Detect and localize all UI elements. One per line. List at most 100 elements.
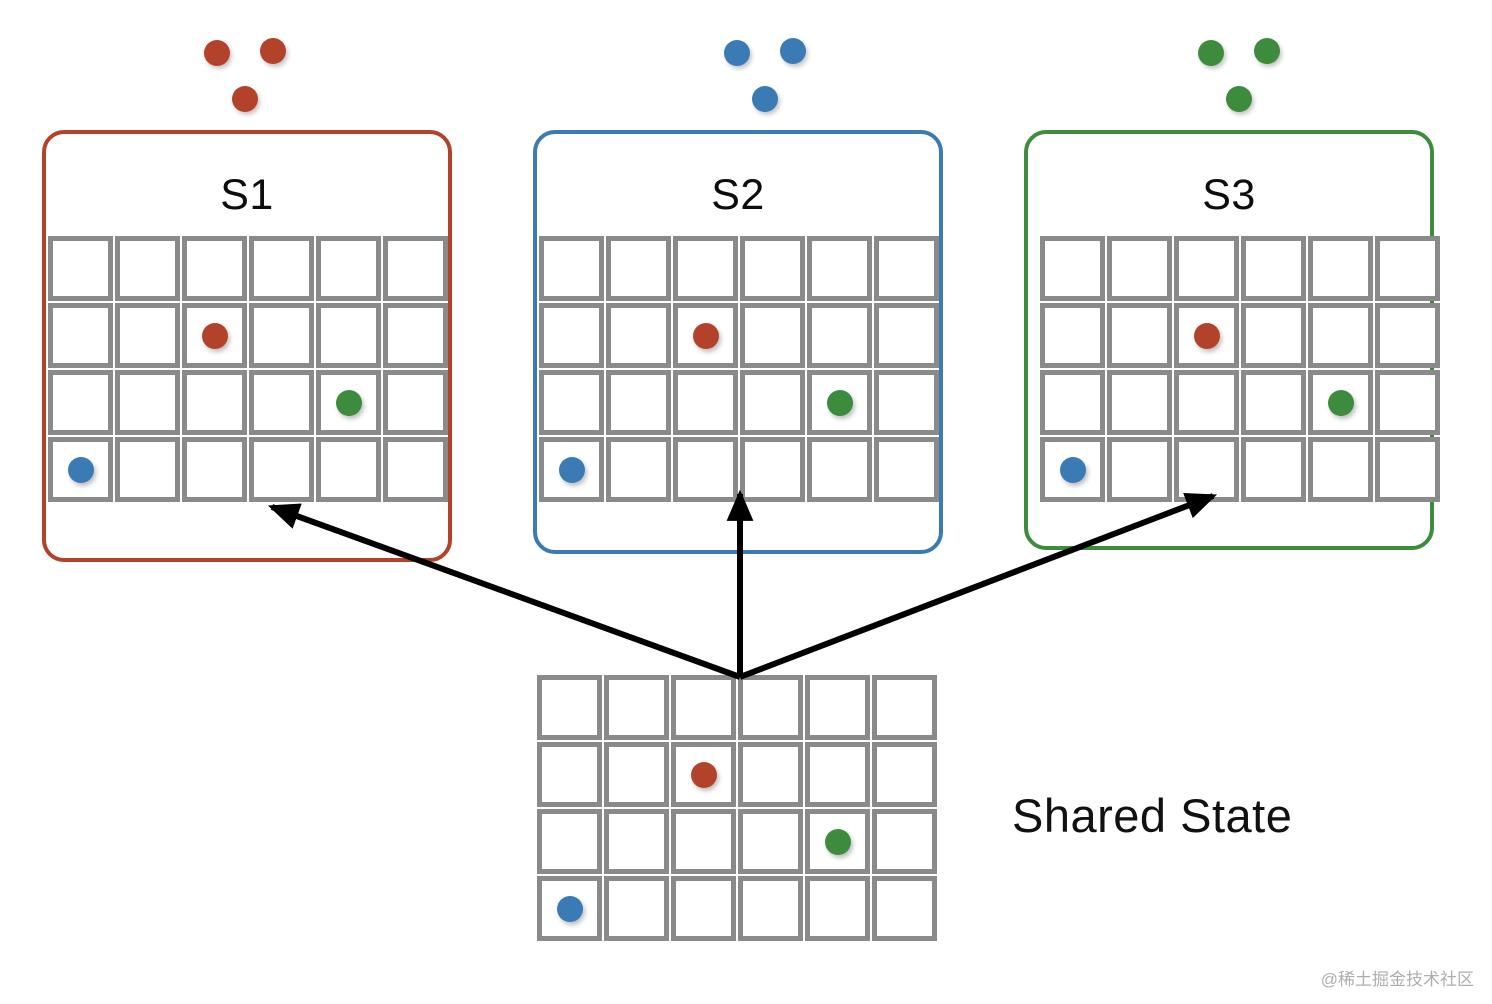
grid-cell[interactable] — [673, 437, 738, 502]
grid-cell[interactable] — [48, 437, 113, 502]
grid-cell[interactable] — [182, 370, 247, 435]
grid-cell[interactable] — [874, 303, 939, 368]
grid-cell[interactable] — [182, 303, 247, 368]
grid-cell[interactable] — [807, 236, 872, 301]
grid-cell[interactable] — [537, 675, 602, 740]
grid-cell[interactable] — [249, 370, 314, 435]
grid-cell[interactable] — [805, 809, 870, 874]
grid-cell[interactable] — [1308, 370, 1373, 435]
grid-cell[interactable] — [1308, 236, 1373, 301]
grid-cell[interactable] — [1241, 236, 1306, 301]
grid-cell[interactable] — [872, 675, 937, 740]
grid-cell[interactable] — [1308, 437, 1373, 502]
grid-cell[interactable] — [1174, 303, 1239, 368]
grid-cell[interactable] — [383, 303, 448, 368]
grid-cell[interactable] — [182, 437, 247, 502]
grid-cell[interactable] — [1107, 437, 1172, 502]
grid-cell[interactable] — [48, 303, 113, 368]
grid-cell[interactable] — [249, 303, 314, 368]
grid-cell[interactable] — [249, 437, 314, 502]
grid-cell[interactable] — [874, 437, 939, 502]
grid-cell[interactable] — [604, 809, 669, 874]
grid-cell[interactable] — [740, 303, 805, 368]
grid-cell[interactable] — [874, 236, 939, 301]
grid-cell[interactable] — [872, 809, 937, 874]
grid-cell[interactable] — [738, 809, 803, 874]
grid-cell[interactable] — [316, 303, 381, 368]
grid-cell[interactable] — [115, 236, 180, 301]
grid-cell[interactable] — [673, 370, 738, 435]
grid-cell[interactable] — [1107, 370, 1172, 435]
grid-cell[interactable] — [537, 742, 602, 807]
grid-cell[interactable] — [1241, 437, 1306, 502]
grid-cell[interactable] — [1241, 303, 1306, 368]
state-grid-s3[interactable] — [1040, 236, 1440, 502]
grid-cell[interactable] — [383, 437, 448, 502]
grid-cell[interactable] — [738, 675, 803, 740]
grid-cell[interactable] — [316, 236, 381, 301]
grid-cell[interactable] — [115, 437, 180, 502]
grid-cell[interactable] — [115, 303, 180, 368]
grid-cell[interactable] — [1040, 437, 1105, 502]
grid-cell[interactable] — [1174, 437, 1239, 502]
grid-cell[interactable] — [740, 437, 805, 502]
grid-cell[interactable] — [805, 876, 870, 941]
grid-cell[interactable] — [539, 370, 604, 435]
grid-cell[interactable] — [606, 437, 671, 502]
grid-cell[interactable] — [1375, 303, 1440, 368]
grid-cell[interactable] — [1375, 236, 1440, 301]
grid-cell[interactable] — [539, 437, 604, 502]
grid-cell[interactable] — [1174, 236, 1239, 301]
grid-cell[interactable] — [1040, 370, 1105, 435]
shared-state-grid[interactable] — [537, 675, 937, 941]
grid-cell[interactable] — [1375, 370, 1440, 435]
grid-cell[interactable] — [606, 303, 671, 368]
grid-cell[interactable] — [537, 809, 602, 874]
grid-cell[interactable] — [1107, 236, 1172, 301]
grid-cell[interactable] — [1241, 370, 1306, 435]
grid-cell[interactable] — [807, 303, 872, 368]
grid-cell[interactable] — [604, 876, 669, 941]
grid-cell[interactable] — [604, 742, 669, 807]
grid-cell[interactable] — [606, 370, 671, 435]
grid-cell[interactable] — [671, 876, 736, 941]
grid-cell[interactable] — [673, 303, 738, 368]
grid-cell[interactable] — [671, 809, 736, 874]
grid-cell[interactable] — [1375, 437, 1440, 502]
grid-cell[interactable] — [805, 675, 870, 740]
grid-cell[interactable] — [1040, 236, 1105, 301]
grid-cell[interactable] — [874, 370, 939, 435]
grid-cell[interactable] — [316, 370, 381, 435]
grid-cell[interactable] — [671, 675, 736, 740]
grid-cell[interactable] — [537, 876, 602, 941]
grid-cell[interactable] — [738, 876, 803, 941]
grid-cell[interactable] — [740, 370, 805, 435]
grid-cell[interactable] — [740, 236, 805, 301]
grid-cell[interactable] — [1107, 303, 1172, 368]
grid-cell[interactable] — [249, 236, 314, 301]
grid-cell[interactable] — [1174, 370, 1239, 435]
grid-cell[interactable] — [805, 742, 870, 807]
state-grid-s1[interactable] — [48, 236, 448, 502]
grid-cell[interactable] — [671, 742, 736, 807]
grid-cell[interactable] — [807, 437, 872, 502]
grid-cell[interactable] — [383, 370, 448, 435]
grid-cell[interactable] — [115, 370, 180, 435]
grid-cell[interactable] — [539, 303, 604, 368]
grid-cell[interactable] — [316, 437, 381, 502]
grid-cell[interactable] — [738, 742, 803, 807]
grid-cell[interactable] — [539, 236, 604, 301]
grid-cell[interactable] — [807, 370, 872, 435]
grid-cell[interactable] — [604, 675, 669, 740]
grid-cell[interactable] — [1040, 303, 1105, 368]
grid-cell[interactable] — [673, 236, 738, 301]
grid-cell[interactable] — [182, 236, 247, 301]
grid-cell[interactable] — [1308, 303, 1373, 368]
grid-cell[interactable] — [383, 236, 448, 301]
state-grid-s2[interactable] — [539, 236, 939, 502]
grid-cell[interactable] — [48, 236, 113, 301]
grid-cell[interactable] — [48, 370, 113, 435]
grid-cell[interactable] — [872, 876, 937, 941]
grid-cell[interactable] — [606, 236, 671, 301]
grid-cell[interactable] — [872, 742, 937, 807]
